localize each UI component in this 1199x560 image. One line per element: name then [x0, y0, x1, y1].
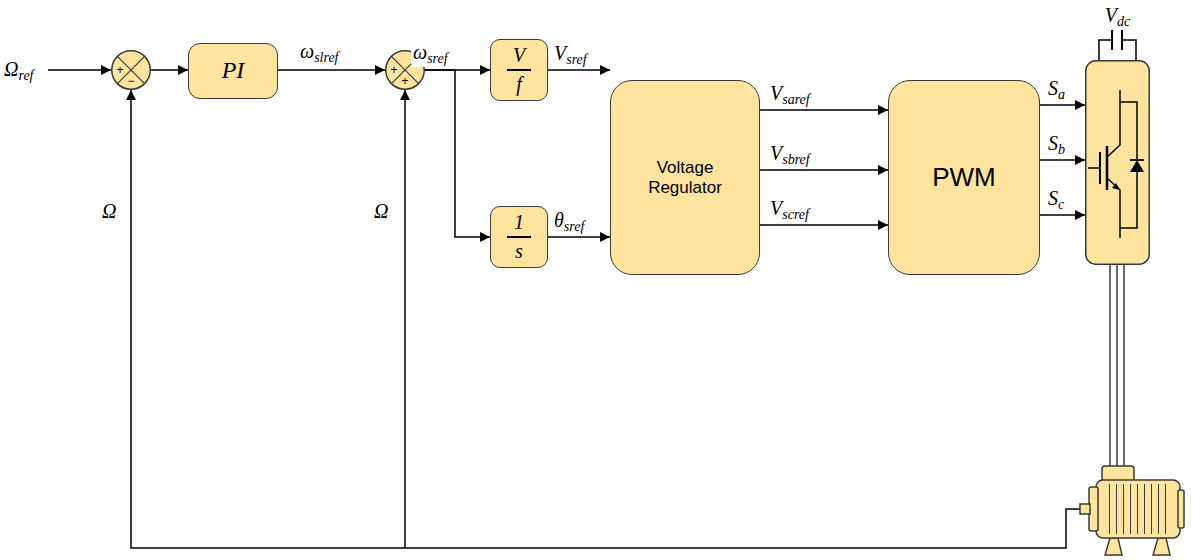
- integrator-block: 1s: [490, 206, 548, 268]
- fraction-bar: [507, 69, 531, 71]
- input-arrow: [48, 69, 111, 71]
- symbol-subscript: a: [1058, 87, 1065, 102]
- diode-wire: [1120, 102, 1137, 160]
- signal-name: θsref: [552, 209, 586, 235]
- symbol-subscript: b: [1058, 142, 1065, 157]
- signal-name: Ω: [372, 200, 390, 223]
- sign-mark: +: [401, 75, 408, 87]
- summing-junction: +−: [111, 50, 151, 90]
- symbol-base: S: [1048, 187, 1058, 209]
- symbol-base: ω: [300, 40, 314, 62]
- symbol-subscript: c: [1058, 197, 1064, 212]
- signal-arrow: [151, 69, 188, 71]
- phase-wire: [1109, 265, 1111, 467]
- signal-name: ωsref: [411, 41, 450, 67]
- symbol-subscript: ref: [18, 68, 33, 83]
- signal-arrow: [1040, 214, 1085, 216]
- vf-block: Vf: [490, 39, 548, 101]
- symbol-base: V: [554, 42, 566, 64]
- phase-wire: [1116, 265, 1118, 467]
- inverter-box: Vdc: [1085, 60, 1150, 265]
- symbol-subscript: dc: [1117, 14, 1130, 29]
- block-label: PI: [222, 57, 245, 85]
- symbol-subscript: sbref: [782, 152, 809, 167]
- signal-arrow: [548, 69, 610, 71]
- signal-arrow: [548, 236, 610, 238]
- summing-circle: [112, 51, 151, 90]
- fraction-term: f: [516, 73, 522, 96]
- signal-name: Vscref: [768, 197, 811, 223]
- motor-foot: [1105, 538, 1122, 555]
- pi-controller: PI: [188, 43, 278, 99]
- signal-name: ωslref: [298, 40, 341, 66]
- signal-name: Sc: [1046, 187, 1066, 213]
- symbol-subscript: scref: [782, 207, 809, 222]
- signal-name: Vsref: [552, 42, 589, 68]
- motor-symbol: [1080, 466, 1184, 555]
- symbol-base: V: [1105, 4, 1117, 26]
- igbt-gate-lead: [1088, 167, 1100, 169]
- motor-body: [1096, 480, 1180, 538]
- signal-arrow: [760, 169, 888, 171]
- symbol-base: V: [770, 197, 782, 219]
- phase-wire: [1123, 265, 1125, 467]
- inverter-symbol: [1085, 60, 1150, 265]
- sign-mark: +: [390, 64, 397, 76]
- signal-arrow: [760, 109, 888, 111]
- symbol-subscript: saref: [782, 92, 809, 107]
- signal-name: Ωref: [2, 58, 36, 84]
- sign-mark: +: [116, 64, 123, 76]
- signal-arrow: [1040, 104, 1085, 106]
- dc-voltage-label: Vdc: [1105, 4, 1130, 30]
- signal-arrow: [760, 224, 888, 226]
- diode-wire: [1120, 172, 1137, 228]
- symbol-base: Ω: [4, 58, 18, 80]
- symbol-base: θ: [554, 209, 564, 231]
- symbol-base: S: [1048, 77, 1058, 99]
- emitter-arrow: [1112, 183, 1120, 190]
- speed-feedback-wire: [404, 90, 406, 548]
- block-label: PWM: [932, 163, 996, 193]
- signal-name: Sb: [1046, 132, 1067, 158]
- symbol-base: S: [1048, 132, 1058, 154]
- igbt-emitter: [1107, 178, 1120, 238]
- signal-arrow: [1040, 159, 1085, 161]
- phase-wires: [1110, 265, 1124, 467]
- signal-arrow: [278, 69, 385, 71]
- sign-mark: −: [127, 75, 134, 87]
- fraction-bar: [507, 236, 531, 238]
- signal-name: Sa: [1046, 77, 1067, 103]
- signal-name: Vsaref: [768, 82, 812, 108]
- fraction-term: s: [515, 240, 523, 263]
- dc-wire: [1099, 40, 1112, 60]
- block-label: Voltage Regulator: [630, 158, 740, 197]
- cooling-fins: [1104, 484, 1172, 534]
- symbol-base: ω: [413, 41, 427, 63]
- symbol-base: V: [770, 82, 782, 104]
- symbol-subscript: sref: [564, 219, 584, 234]
- inverter-box: [1086, 61, 1150, 265]
- igbt-channel: [1106, 146, 1109, 190]
- voltage-regulator: Voltage Regulator: [610, 80, 760, 275]
- motor-shaft: [1080, 504, 1090, 514]
- capacitor-plate: [1111, 30, 1113, 50]
- fraction-term: V: [513, 44, 525, 67]
- symbol-subscript: sref: [427, 51, 447, 66]
- symbol-subscript: sref: [566, 52, 586, 67]
- symbol-base: V: [770, 142, 782, 164]
- pwm-block: PWM: [888, 80, 1040, 275]
- fraction-term: 1: [514, 211, 524, 234]
- signal-arrow: [425, 70, 490, 237]
- signal-name: Vsbref: [768, 142, 812, 168]
- diode-triangle: [1130, 160, 1144, 172]
- motor-foot: [1153, 538, 1170, 555]
- end-cap: [1178, 490, 1184, 528]
- igbt-collector: [1107, 90, 1120, 157]
- signal-name: Ω: [100, 200, 118, 223]
- symbol-subscript: slref: [314, 50, 338, 65]
- dc-wire: [1122, 40, 1136, 60]
